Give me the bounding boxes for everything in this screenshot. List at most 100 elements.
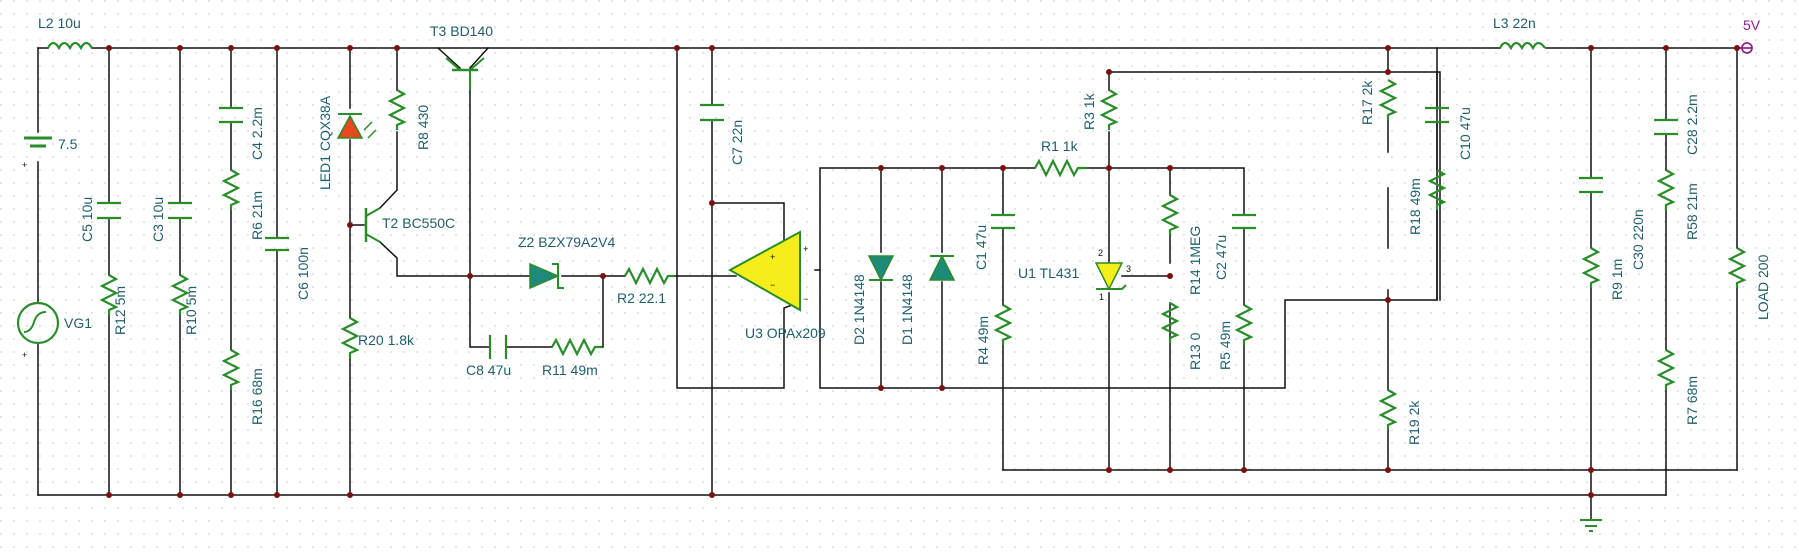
- label-u1: U1 TL431: [1018, 265, 1079, 281]
- resistor-r16[interactable]: [221, 349, 241, 390]
- label-r4: R4 49m: [975, 316, 991, 365]
- led-cqx38a[interactable]: [336, 113, 377, 139]
- battery-symbol[interactable]: [24, 136, 52, 148]
- inductor-l3[interactable]: [1499, 41, 1546, 51]
- tl431-pin3: 3: [1126, 264, 1131, 274]
- inductor-l2[interactable]: [47, 41, 93, 51]
- label-c30: C30 220n: [1630, 209, 1646, 270]
- capacitor-c10[interactable]: [1425, 106, 1449, 124]
- resistor-r1[interactable]: [1034, 158, 1087, 178]
- capacitor-c6[interactable]: [265, 236, 289, 252]
- resistor-r10[interactable]: [170, 274, 190, 315]
- label-c28: C28 2.2m: [1684, 94, 1700, 155]
- label-r12: R12 5m: [112, 286, 128, 335]
- resistor-r2[interactable]: [624, 266, 675, 286]
- label-c7: C7 22n: [729, 120, 745, 165]
- label-d1: D1 1N4148: [899, 274, 915, 345]
- signal-generator-vg1[interactable]: [16, 301, 60, 345]
- ground-icon: [1580, 519, 1602, 532]
- label-c8: C8 47u: [466, 362, 511, 378]
- label-led1: LED1 CQX38A: [317, 95, 333, 190]
- label-t3: T3 BD140: [430, 23, 493, 39]
- capacitor-c4[interactable]: [219, 106, 243, 124]
- label-l3: L3 22n: [1493, 15, 1536, 31]
- resistor-r8[interactable]: [387, 89, 407, 130]
- capacitor-c1[interactable]: [991, 213, 1015, 230]
- label-r7: R7 68m: [1684, 376, 1700, 425]
- resistor-r11[interactable]: [551, 337, 602, 357]
- resistor-load[interactable]: [1727, 247, 1747, 288]
- opamp-plus-pin: +: [803, 244, 808, 254]
- transistor-t2[interactable]: [364, 207, 381, 243]
- capacitor-c5[interactable]: [97, 201, 121, 220]
- label-r17: R17 2k: [1359, 80, 1375, 125]
- resistor-r4[interactable]: [993, 304, 1013, 345]
- label-r58: R58 21m: [1684, 183, 1700, 240]
- label-r13: R13 0: [1187, 332, 1203, 370]
- resistor-r5[interactable]: [1234, 304, 1254, 345]
- opamp-minus-pin-inside: −: [770, 280, 775, 290]
- resistor-r9[interactable]: [1581, 247, 1601, 288]
- label-r10: R10 5m: [183, 286, 199, 335]
- label-vg1: VG1: [64, 315, 92, 331]
- label-c10: C10 47u: [1457, 107, 1473, 160]
- resistor-r20[interactable]: [340, 317, 360, 358]
- resistor-r19[interactable]: [1378, 389, 1398, 430]
- label-c4: C4 2.2m: [249, 107, 265, 160]
- label-c5: C5 10u: [79, 197, 95, 242]
- label-load: LOAD 200: [1755, 254, 1771, 320]
- capacitor-c30[interactable]: [1579, 176, 1603, 194]
- tl431-pin1: 1: [1099, 292, 1104, 302]
- label-z2: Z2 BZX79A2V4: [518, 234, 615, 250]
- resistor-r17[interactable]: [1378, 79, 1398, 120]
- resistor-r14[interactable]: [1160, 194, 1180, 235]
- label-r5: R5 49m: [1217, 321, 1233, 370]
- label-d2: D2 1N4148: [851, 274, 867, 345]
- opamp-plus-pin-inside: +: [770, 252, 775, 262]
- capacitor-c2[interactable]: [1232, 213, 1256, 230]
- label-r11: R11 49m: [542, 362, 598, 378]
- resistor-r6[interactable]: [221, 169, 241, 210]
- component-labels: L2 10u L3 22n 5V 7.5 VG1 T3 BD140 T2 BC5…: [38, 15, 1771, 445]
- label-c3: C3 10u: [150, 197, 166, 242]
- label-c6: C6 100n: [295, 247, 311, 300]
- label-r20: R20 1.8k: [358, 332, 415, 348]
- opamp-u3[interactable]: + − + −: [727, 224, 808, 318]
- label-5v-port: 5V: [1743, 17, 1761, 33]
- label-r19: R19 2k: [1406, 400, 1422, 445]
- capacitor-c3[interactable]: [168, 201, 192, 220]
- label-r6: R6 21m: [249, 191, 265, 240]
- transistor-t3[interactable]: [445, 57, 485, 90]
- resistor-r13[interactable]: [1160, 302, 1180, 343]
- diode-d1[interactable]: [928, 254, 956, 281]
- capacitor-c7[interactable]: [700, 103, 724, 122]
- resistor-r12[interactable]: [99, 274, 119, 315]
- output-port-icon: [1740, 42, 1753, 54]
- label-t2: T2 BC550C: [382, 215, 455, 231]
- resistor-r58[interactable]: [1656, 169, 1676, 210]
- capacitor-c8[interactable]: [488, 335, 508, 359]
- label-r16: R16 68m: [249, 368, 265, 425]
- label-r9: R9 1m: [1609, 259, 1625, 300]
- label-c1: C1 47u: [973, 225, 989, 270]
- label-r1: R1 1k: [1041, 138, 1079, 154]
- label-l2: L2 10u: [38, 15, 81, 31]
- opamp-minus-pin: −: [803, 294, 808, 304]
- zener-diode-z2[interactable]: [529, 262, 564, 290]
- resistor-r18[interactable]: [1427, 169, 1447, 210]
- capacitor-c28[interactable]: [1654, 118, 1678, 136]
- tl431-pin2: 2: [1098, 248, 1103, 258]
- label-r8: R8 430: [415, 105, 431, 150]
- diode-d2[interactable]: [867, 255, 895, 282]
- label-r14: R14 1MEG: [1187, 226, 1203, 295]
- resistor-r7[interactable]: [1656, 349, 1676, 390]
- resistor-r3[interactable]: [1099, 89, 1119, 130]
- battery-plus-mark: +: [22, 160, 27, 170]
- label-c2: C2 47u: [1213, 235, 1229, 280]
- label-r18: R18 49m: [1407, 178, 1423, 235]
- label-u3: U3 OPAx209: [745, 325, 826, 341]
- shunt-regulator-u1[interactable]: 2 3 1: [1094, 248, 1131, 302]
